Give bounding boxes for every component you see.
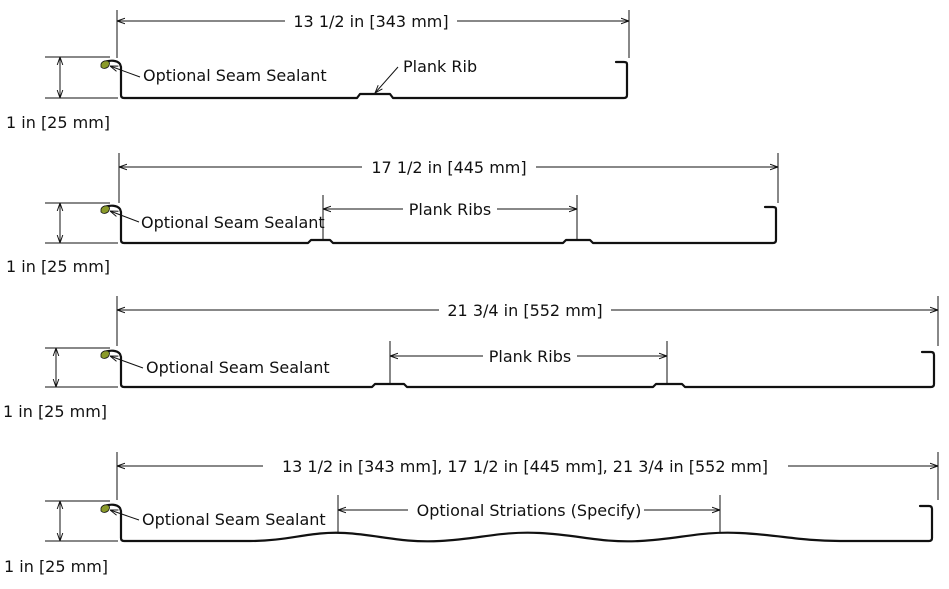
sealant-leader bbox=[110, 66, 141, 78]
panel-profile bbox=[102, 503, 934, 543]
sealant-icon bbox=[100, 60, 110, 69]
width-label: 17 1/2 in [445 mm] bbox=[371, 158, 526, 177]
panel-profile bbox=[102, 204, 778, 245]
sealant-leader bbox=[110, 510, 140, 521]
panel-profile bbox=[102, 349, 936, 389]
height-label: 1 in [25 mm] bbox=[3, 402, 107, 421]
sealant-label: Optional Seam Sealant bbox=[146, 358, 330, 377]
rib-label: Plank Ribs bbox=[409, 200, 491, 219]
height-label: 1 in [25 mm] bbox=[6, 257, 110, 276]
panel-2: 17 1/2 in [445 mm] Optional Seam Sealant… bbox=[6, 153, 779, 276]
sealant-label: Optional Seam Sealant bbox=[142, 510, 326, 529]
width-label: 13 1/2 in [343 mm] bbox=[293, 12, 448, 31]
striation-label: Optional Striations (Specify) bbox=[417, 501, 642, 520]
rib-label: Plank Rib bbox=[403, 57, 477, 76]
sealant-leader bbox=[110, 356, 144, 369]
sealant-icon bbox=[100, 205, 110, 214]
height-label: 1 in [25 mm] bbox=[6, 113, 110, 132]
width-label: 21 3/4 in [552 mm] bbox=[447, 301, 602, 320]
rib-leader bbox=[375, 66, 399, 93]
sealant-icon bbox=[100, 350, 110, 359]
width-label: 13 1/2 in [343 mm], 17 1/2 in [445 mm], … bbox=[282, 457, 768, 476]
panel-3: 21 3/4 in [552 mm] Optional Seam Sealant… bbox=[3, 296, 939, 421]
sealant-icon bbox=[100, 504, 110, 513]
sealant-label: Optional Seam Sealant bbox=[143, 66, 327, 85]
sealant-label: Optional Seam Sealant bbox=[141, 213, 325, 232]
height-label: 1 in [25 mm] bbox=[4, 557, 108, 576]
sealant-leader bbox=[110, 211, 140, 223]
rib-label: Plank Ribs bbox=[489, 347, 571, 366]
panel-1: 13 1/2 in [343 mm] Optional Seam Sealant… bbox=[6, 10, 630, 132]
panel-4: 13 1/2 in [343 mm], 17 1/2 in [445 mm], … bbox=[4, 452, 939, 576]
